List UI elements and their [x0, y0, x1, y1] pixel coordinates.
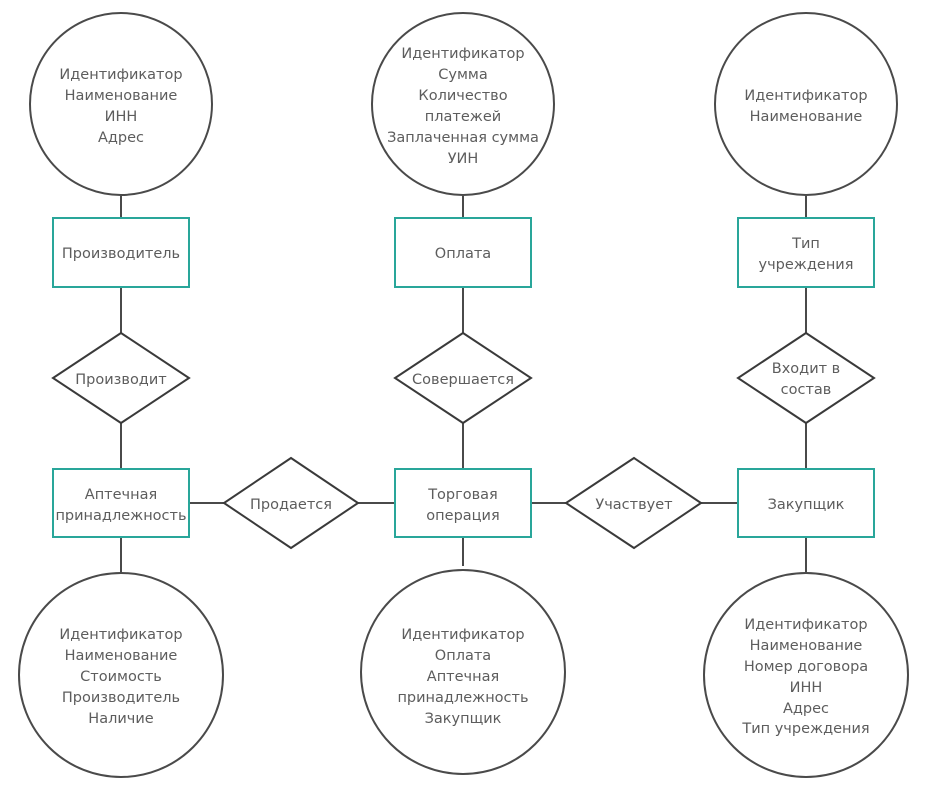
attr-line: Заплаченная сумма: [387, 130, 539, 146]
attr-line: Адрес: [783, 701, 829, 717]
entity-institution-type: Тип учреждения: [737, 217, 875, 288]
attr-line: Идентификатор: [59, 67, 182, 83]
attr-line: Аптечная: [427, 669, 499, 685]
attribute-circle: [18, 572, 224, 778]
attribute-circle: [371, 12, 555, 196]
relationship-diamond: [564, 456, 703, 550]
entity-box: [394, 217, 532, 288]
relationship-label: Совершается: [412, 372, 514, 388]
attr-line: Адрес: [98, 130, 144, 146]
attr-line: Сумма: [438, 67, 487, 83]
entity-label: операция: [426, 508, 499, 524]
entity-purchaser: Закупщик: [737, 468, 875, 538]
relationship-label: Производит: [75, 372, 167, 388]
entity-box: [737, 468, 875, 538]
entity-payment: Оплата: [394, 217, 532, 288]
relationship-part-of: Входит в состав: [736, 331, 876, 425]
entity-label: Оплата: [435, 246, 491, 262]
attr-line: ИНН: [105, 109, 138, 125]
attr-line: Идентификатор: [59, 627, 182, 643]
entity-label: Аптечная: [85, 487, 157, 503]
attr-line: Идентификатор: [401, 627, 524, 643]
relationship-participates: Участвует: [564, 456, 703, 550]
entity-box: [52, 217, 190, 288]
entity-box: [394, 468, 532, 538]
entity-manufacturer: Производитель: [52, 217, 190, 288]
attr-line: Наименование: [750, 638, 863, 654]
relationship-label: Участвует: [595, 497, 673, 513]
entity-label: Торговая: [427, 487, 498, 503]
attr-line: УИН: [448, 151, 479, 167]
attribute-purchaser: Идентификатор Наименование Номер договор…: [703, 572, 909, 778]
attr-line: платежей: [425, 109, 501, 125]
attribute-circle: [714, 12, 898, 196]
entity-label: Закупщик: [768, 497, 845, 513]
attr-line: Стоимость: [80, 669, 162, 685]
attr-line: Тип учреждения: [741, 721, 869, 737]
attribute-manufacturer: Идентификатор Наименование ИНН Адрес: [29, 12, 213, 196]
attr-line: Номер договора: [744, 659, 868, 675]
attr-line: Закупщик: [425, 711, 502, 727]
attr-line: Наименование: [750, 109, 863, 125]
relationship-label: Продается: [250, 497, 332, 513]
entity-pharmacy-item: Аптечная принадлежность: [52, 468, 190, 538]
attr-line: Производитель: [62, 690, 180, 706]
attr-line: принадлежность: [397, 690, 528, 706]
entity-box: [52, 468, 190, 538]
attr-line: Идентификатор: [744, 617, 867, 633]
relationship-label: Входит в: [772, 361, 840, 377]
relationship-label: состав: [781, 382, 832, 398]
relationship-diamond: [736, 331, 876, 425]
attribute-pharmacy-item: Идентификатор Наименование Стоимость Про…: [18, 572, 224, 778]
attribute-circle: [360, 569, 566, 775]
connectors: [120, 196, 807, 573]
attr-line: Количество: [418, 88, 507, 104]
entity-box: [737, 217, 875, 288]
attribute-circle: [29, 12, 213, 196]
attr-line: Идентификатор: [744, 88, 867, 104]
attribute-circle: [703, 572, 909, 778]
relationship-sold: Продается: [222, 456, 360, 550]
entity-label: учреждения: [759, 257, 854, 273]
attr-line: Наименование: [65, 88, 178, 104]
entity-label: принадлежность: [55, 508, 186, 524]
relationship-diamond: [222, 456, 360, 550]
attr-line: Оплата: [435, 648, 491, 664]
attribute-payment: Идентификатор Сумма Количество платежей …: [371, 12, 555, 196]
attr-line: Наличие: [88, 711, 153, 727]
attribute-institution-type: Идентификатор Наименование: [714, 12, 898, 196]
attr-line: Наименование: [65, 648, 178, 664]
relationship-performed: Совершается: [393, 331, 533, 425]
attr-line: Идентификатор: [401, 46, 524, 62]
entity-trade-operation: Торговая операция: [394, 468, 532, 538]
relationship-diamond: [51, 331, 191, 425]
attribute-trade-operation: Идентификатор Оплата Аптечная принадлежн…: [360, 569, 566, 775]
relationship-produces: Производит: [51, 331, 191, 425]
entity-label: Тип: [791, 236, 820, 252]
relationship-diamond: [393, 331, 533, 425]
attr-line: ИНН: [790, 680, 823, 696]
entity-label: Производитель: [62, 246, 180, 262]
